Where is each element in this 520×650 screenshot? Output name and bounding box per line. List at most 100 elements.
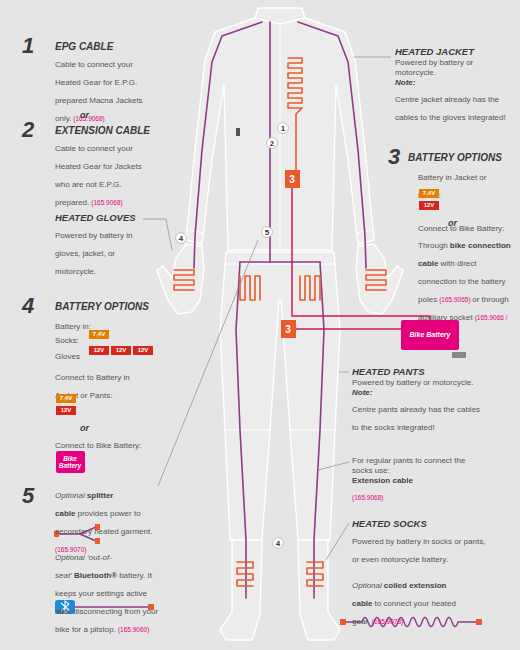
bike-battery-box: Bike Battery <box>56 451 85 473</box>
body-text: Connect to Bike Battery: <box>418 224 515 234</box>
product-code: (165.9070) <box>55 546 86 553</box>
node-label: 12V <box>116 347 127 354</box>
text-block: Connect to Bike Battery: <box>55 434 143 452</box>
product-code: (165.9068) <box>73 115 104 122</box>
text-block: HEATED GLOVES Powered by battery in glove… <box>55 212 155 278</box>
node-label: 5 <box>265 228 269 237</box>
text-block: 1 <box>22 34 40 58</box>
battery-12v-badge: 12V <box>111 346 131 355</box>
callout-number: 1 <box>22 33 34 58</box>
node-label: 7,4V <box>60 395 72 402</box>
node-label: 2 <box>270 139 274 148</box>
text-block: BATTERY OPTIONS <box>55 300 149 313</box>
battery-7v4-badge: 7,4V <box>56 394 76 403</box>
text-block: For regular pants to connect the socks u… <box>352 456 487 504</box>
note-heading: Note: <box>352 388 487 398</box>
callout-number: 4 <box>22 293 34 318</box>
text-block: Gloves <box>55 345 82 363</box>
node-label: 4 <box>276 539 280 548</box>
node-label: 4 <box>179 234 183 243</box>
product-code: (165.9068) <box>352 494 383 501</box>
text-block: 3 <box>388 145 406 169</box>
node-label: 12V <box>94 347 105 354</box>
text-block: Battery in: <box>55 315 93 333</box>
body-text: Powered by battery or motorcycle. <box>395 58 510 78</box>
section-heading: BATTERY OPTIONS <box>55 300 149 313</box>
battery-12v-badge: 12V <box>89 346 109 355</box>
text-block: or <box>80 104 91 122</box>
text-block: HEATED PANTSPowered by battery or motorc… <box>352 366 487 434</box>
battery-12v-badge: 12V <box>419 201 439 210</box>
body-text: battery. It keeps your settings active a… <box>55 571 158 634</box>
callout-number: 3 <box>388 144 400 169</box>
product-code: (165.9073) <box>372 618 403 625</box>
battery-callout: 3 <box>281 320 296 338</box>
garment-heading: HEATED JACKET <box>395 46 510 58</box>
body-text: Through <box>418 241 448 250</box>
product-code: (165.9060) <box>118 626 149 633</box>
body-text: Gloves <box>55 352 80 361</box>
circle-shape <box>278 123 289 134</box>
callout-circle: 1 <box>277 122 289 134</box>
body-text: For regular pants to connect the socks u… <box>352 456 487 476</box>
battery-callout: 3 <box>285 170 300 188</box>
battery-7v4-badge: 7,4V <box>419 189 439 198</box>
body-text: Battery in: <box>55 322 91 331</box>
node-label: 12V <box>61 407 72 414</box>
power-wire <box>292 188 430 320</box>
body-text: Centre pants already has the cables to t… <box>352 405 480 432</box>
callout-number: 5 <box>22 483 34 508</box>
text-block: 2 <box>22 118 40 142</box>
battery-7v4-badge: 7,4V <box>89 330 109 339</box>
power-wire <box>296 328 402 330</box>
body-text: Powered by battery in gloves, jacket, or… <box>55 231 132 276</box>
garment-heading: HEATED SOCKS <box>352 518 487 530</box>
circle-shape <box>267 138 278 149</box>
callout-number: 2 <box>22 117 34 142</box>
text-block: Optionalsplitter cableprovides power to … <box>55 484 155 556</box>
node-label: Bike Battery <box>59 455 81 470</box>
node-label: 12V <box>424 202 435 209</box>
battery-12v-badge: 12V <box>56 406 76 415</box>
body-italic-text: Optional <box>55 491 85 500</box>
text-block: Optionalcoiled extension cableto connect… <box>352 574 477 628</box>
node-label: 7,4V <box>93 331 105 338</box>
node-label: 7,4V <box>423 190 435 197</box>
text-block: HEATED JACKETPowered by battery or motor… <box>395 46 510 124</box>
text-block: Optional ‘out-of-seat’Bluetooth®battery.… <box>55 546 165 636</box>
callout-circle: 4 <box>175 232 187 244</box>
callout-circle: 5 <box>261 226 273 238</box>
body-text: Cable to connect your Heated Gear for Ja… <box>55 144 142 207</box>
body-bold-text: Extension cable <box>352 476 487 486</box>
text-block: HEATED SOCKS Powered by battery in socks … <box>352 518 487 566</box>
body-text: Powered by battery or motorcycle. <box>352 378 487 388</box>
body-text: Connect to Bike Battery: <box>55 441 141 450</box>
circle-shape <box>176 233 187 244</box>
text-block: Socks: <box>55 329 81 347</box>
body-text: Powered by battery in socks or pants, or… <box>352 537 485 564</box>
garment-heading: HEATED GLOVES <box>55 212 155 224</box>
body-text: Socks: <box>55 336 79 345</box>
garment-heading: HEATED PANTS <box>352 366 487 378</box>
text-block: or <box>80 417 91 435</box>
node-label: Bike Battery <box>410 331 451 339</box>
node-label: 3 <box>289 174 295 185</box>
callout-circle: 4 <box>272 537 284 549</box>
circle-shape <box>273 538 284 549</box>
body-text: Cable to connect your Heated Gear for E.… <box>55 60 143 123</box>
battery-12v-badge: 12V <box>133 346 153 355</box>
or-separator: or <box>80 110 89 120</box>
body-bold-text: Bluetooth® <box>74 571 117 580</box>
callout-circle: 2 <box>266 137 278 149</box>
body-text: Centre jacket already has the cables to … <box>395 95 506 122</box>
or-separator: or <box>80 423 89 433</box>
node-label: 1 <box>281 124 285 133</box>
node-label: 3 <box>285 324 291 335</box>
text-block: EPG CABLECable to connect your Heated Ge… <box>55 40 155 125</box>
section-heading: EXTENSION CABLE <box>55 124 155 137</box>
product-code: (165.9065) <box>439 296 470 303</box>
text-block: EXTENSION CABLE Cable to connect your Hea… <box>55 124 155 209</box>
text-block: BATTERY OPTIONS <box>408 151 502 164</box>
circle-shape <box>262 227 273 238</box>
